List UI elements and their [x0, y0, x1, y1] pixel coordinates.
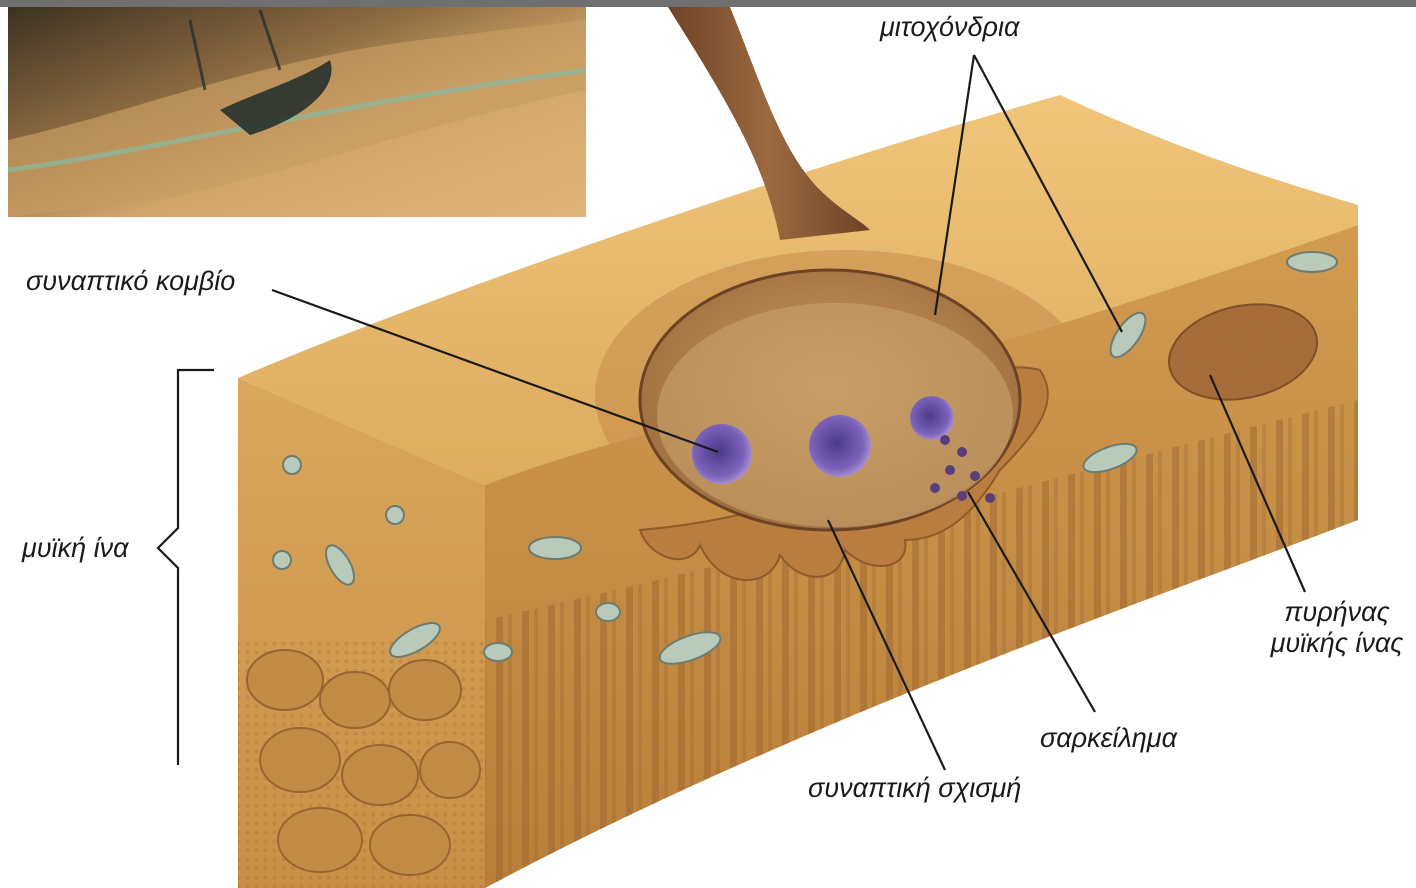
label-nucleus-line1: πυρήνας — [1262, 597, 1412, 628]
label-synaptic-knob: συναπτικό κομβίο — [26, 266, 235, 297]
top-border — [0, 0, 1416, 7]
label-nucleus-line2: μυϊκής ίνας — [1262, 628, 1412, 659]
label-mitochondria: μιτοχόνδρια — [880, 12, 1019, 43]
label-muscle-fiber: μυϊκή ίνα — [22, 533, 129, 564]
muscle-fiber-brace — [158, 370, 214, 765]
label-sarcolemma: σαρκείλημα — [1040, 723, 1177, 754]
label-synaptic-cleft: συναπτική σχισμή — [808, 773, 1021, 804]
micrograph-inset — [8, 7, 586, 217]
label-nucleus: πυρήνας μυϊκής ίνας — [1262, 597, 1412, 659]
